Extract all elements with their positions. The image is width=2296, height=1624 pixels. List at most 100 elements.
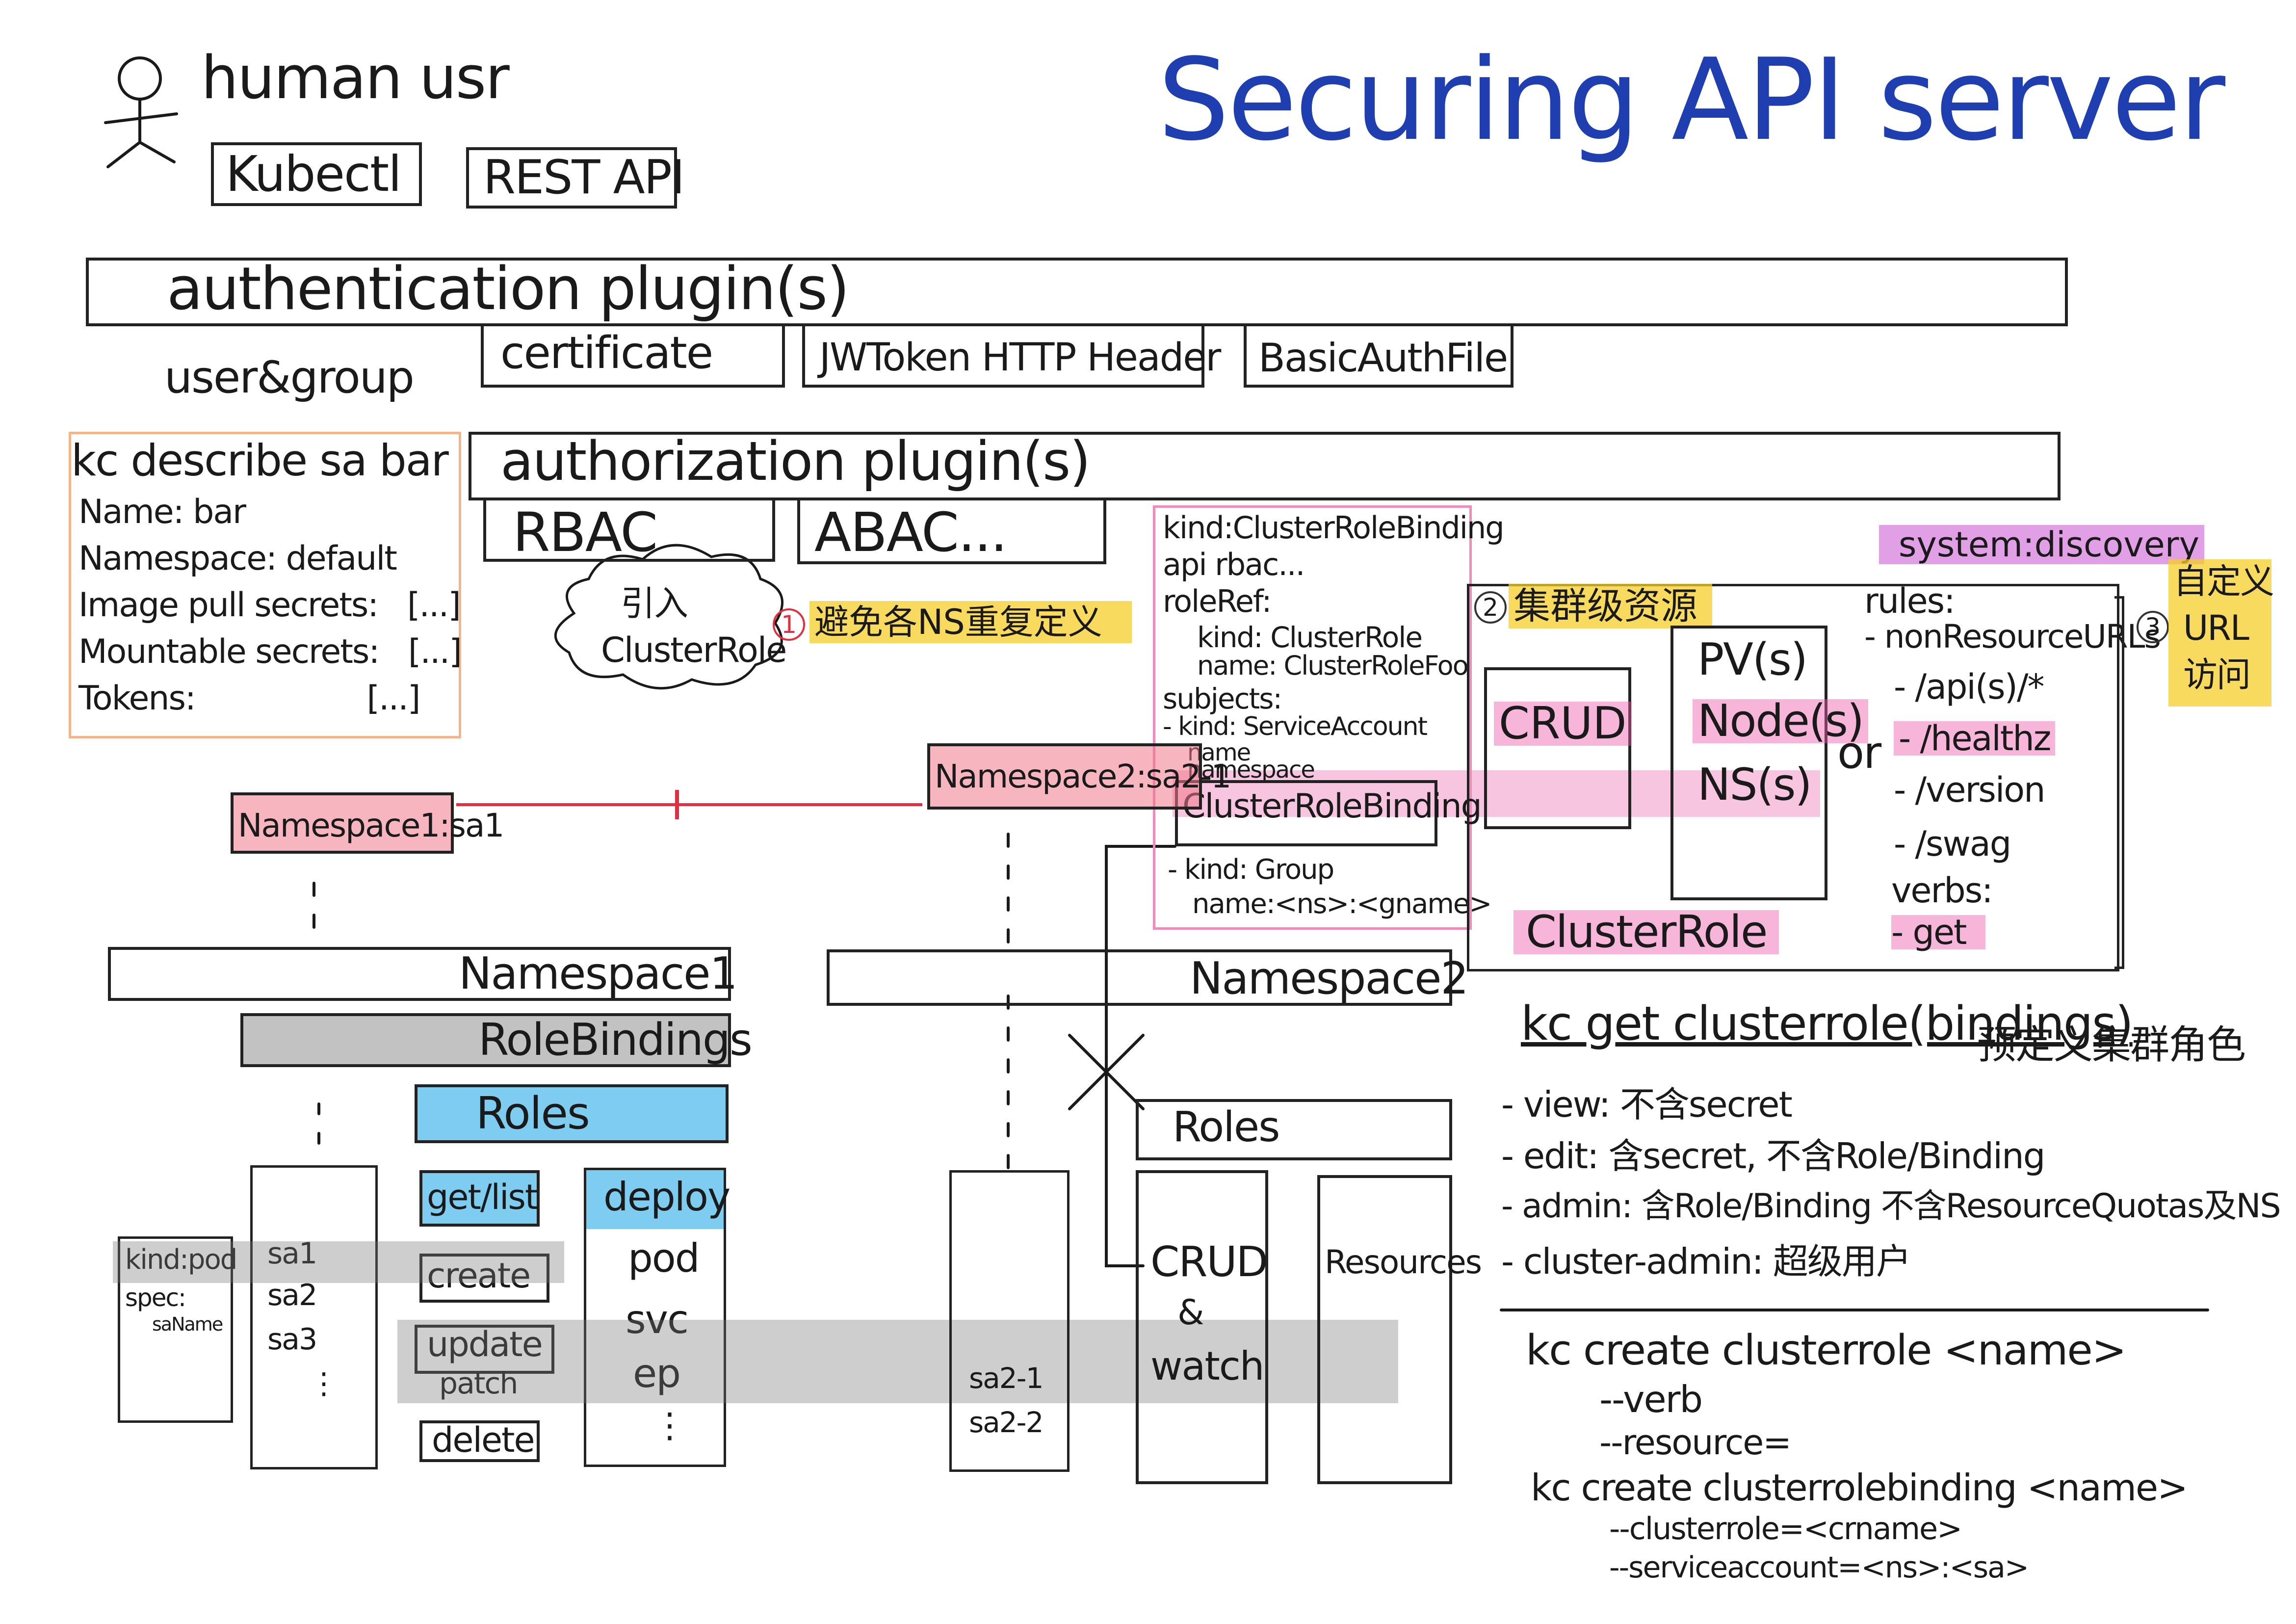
sa-describe-command: kc describe sa bar — [71, 435, 449, 486]
verb-delete-label: delete — [432, 1420, 535, 1460]
rest-api-box — [466, 147, 677, 209]
cloud-text-bottom: ClusterRole — [601, 630, 787, 670]
auth-method-certificate-label: certificate — [500, 327, 713, 379]
sa1-binding-band — [113, 1241, 564, 1283]
discovery-rules: rules: — [1864, 581, 1956, 621]
note2-number: 2 — [1474, 591, 1507, 624]
kubectl-label: Kubectl — [226, 145, 402, 203]
note3-highlight — [2168, 559, 2271, 707]
sa-field-tokens: Tokens: [...] — [78, 682, 461, 729]
cluster-resource-ns: NS(s) — [1697, 759, 1812, 811]
discovery-verbs: verbs: — [1891, 870, 1993, 911]
roles-box — [415, 1084, 729, 1143]
verb-getlist-label: get/list — [427, 1177, 538, 1217]
pod-spec-box — [118, 1236, 233, 1423]
human-label: human usr — [201, 44, 510, 112]
verb-patch-label: patch — [439, 1366, 518, 1401]
sa3-binding-band — [397, 1320, 1398, 1403]
cloud-text-top: 引入 — [621, 583, 688, 624]
discovery-verb-get: - get — [1891, 915, 1986, 949]
crb-yaml-line: namespace — [1187, 756, 1315, 784]
page-title: Securing API server — [1158, 35, 2225, 166]
sa-list-item: sa2 — [267, 1278, 317, 1312]
ns2-resources-box — [1317, 1175, 1452, 1484]
sa2-list-box — [949, 1170, 1070, 1472]
sa-list-item: ⋮ — [309, 1366, 339, 1401]
note2-text: 集群级资源 — [1509, 584, 1713, 629]
sa-list-item: sa3 — [267, 1322, 317, 1357]
sa-list-item: sa1 — [267, 1236, 317, 1271]
cross-mark-b — [1068, 1034, 1145, 1110]
auth-method-jwt-label: JWToken HTTP Header — [819, 336, 1221, 380]
ns2-verbs-box — [1136, 1170, 1268, 1484]
ns1-sa-label: Namespace1:sa1 — [238, 807, 504, 844]
sa-field-key: Tokens: — [78, 679, 196, 718]
predefined-item: - edit: 含secret, 不含Role/Binding — [1501, 1135, 2045, 1177]
crb-yaml-line: kind: ClusterRole — [1197, 621, 1423, 654]
sa-field-value: default — [286, 539, 397, 578]
predefined-item: - admin: 含Role/Binding 不含ResourceQuotas及… — [1501, 1187, 2281, 1226]
pod-spec-spec: spec: — [125, 1283, 186, 1312]
crb-yaml: kind:ClusterRoleBinding api rbac... role… — [1163, 510, 1505, 784]
sa-describe-fields: Name: bar Namespace: default Image pull … — [78, 493, 462, 729]
sa-field-value: [...] — [366, 679, 420, 718]
pod-spec-kind: kind:pod — [125, 1244, 237, 1276]
user-leg-right — [138, 141, 176, 163]
roles-label: Roles — [476, 1088, 590, 1139]
kubectl-box — [211, 142, 422, 206]
rolebindings-label: RoleBindings — [478, 1014, 753, 1066]
crud-box — [1484, 667, 1631, 829]
sa-field-key: Image pull secrets: — [78, 586, 379, 625]
deploy-highlight — [586, 1170, 724, 1229]
verb-getlist-box — [419, 1170, 540, 1227]
crb-yaml-line: kind:ClusterRoleBinding — [1163, 510, 1505, 546]
authorization-box — [469, 432, 2061, 500]
pod-spec-saname: saName — [152, 1313, 223, 1335]
auth-method-basic — [1244, 326, 1513, 388]
cmd-serviceaccount-arg: --serviceaccount=<ns>:<sa> — [1609, 1550, 2029, 1585]
resource-item: svc — [626, 1297, 689, 1342]
sa-field-key: Name: — [78, 493, 184, 531]
resources-list-box — [584, 1168, 726, 1467]
discovery-bracket — [2114, 596, 2124, 969]
sa-field-namespace: Namespace: default — [78, 542, 461, 589]
note3-line: URL — [2183, 608, 2249, 648]
crb-label-box — [1175, 780, 1437, 846]
predefined-command: kc get clusterrole(bindings) — [1521, 997, 2134, 1051]
roles2-box — [1136, 1099, 1452, 1160]
cmd-clusterrole-arg: --clusterrole=<crname> — [1609, 1511, 1962, 1546]
resource-item: deploy — [603, 1174, 731, 1220]
discovery-title: system:discovery — [1879, 525, 2205, 564]
cluster-resource-node: Node(s) — [1693, 699, 1869, 743]
crb-yaml-line: roleRef: — [1163, 583, 1272, 619]
rolebindings-box — [240, 1013, 731, 1067]
cmd-create-crb: kc create clusterrolebinding <name> — [1531, 1466, 2188, 1509]
crb-yaml-box — [1153, 505, 1472, 930]
sa-describe-box — [69, 432, 461, 738]
sa-field-value: [...] — [407, 586, 461, 625]
authentication-box — [86, 258, 2068, 326]
verb-create-box — [419, 1254, 549, 1303]
crb-group-name: name:<ns>:<gname> — [1192, 888, 1492, 920]
sa-field-key: Namespace: — [78, 539, 277, 578]
ns1-box — [108, 947, 731, 1001]
crb-yaml-line: subjects: — [1163, 682, 1282, 715]
note1-number: 1 — [773, 608, 805, 641]
abac-box — [797, 500, 1106, 564]
auth-method-certificate — [481, 326, 785, 388]
sa-field-key: Mountable secrets: — [78, 632, 380, 671]
abac-label: ABAC... — [814, 501, 1008, 564]
ns2-label: Namespace2 — [1190, 953, 1469, 1004]
ns1-label: Namespace1 — [459, 948, 738, 999]
ns2-verb-crud: CRUD — [1150, 1238, 1268, 1286]
cluster-resource-pv: PV(s) — [1697, 634, 1808, 685]
sa-list-box — [250, 1165, 378, 1469]
cmd-verb: --verb — [1599, 1378, 1703, 1421]
auth-method-basic-label: BasicAuthFile — [1258, 335, 1508, 381]
cluster-role-label: ClusterRole — [1513, 910, 1779, 954]
sa-field-value: [...] — [408, 632, 462, 671]
cmd-create-clusterrole: kc create clusterrole <name> — [1526, 1326, 2127, 1375]
crb-label: ClusterRoleBinding — [1182, 787, 1482, 826]
rbac-box — [483, 500, 775, 562]
